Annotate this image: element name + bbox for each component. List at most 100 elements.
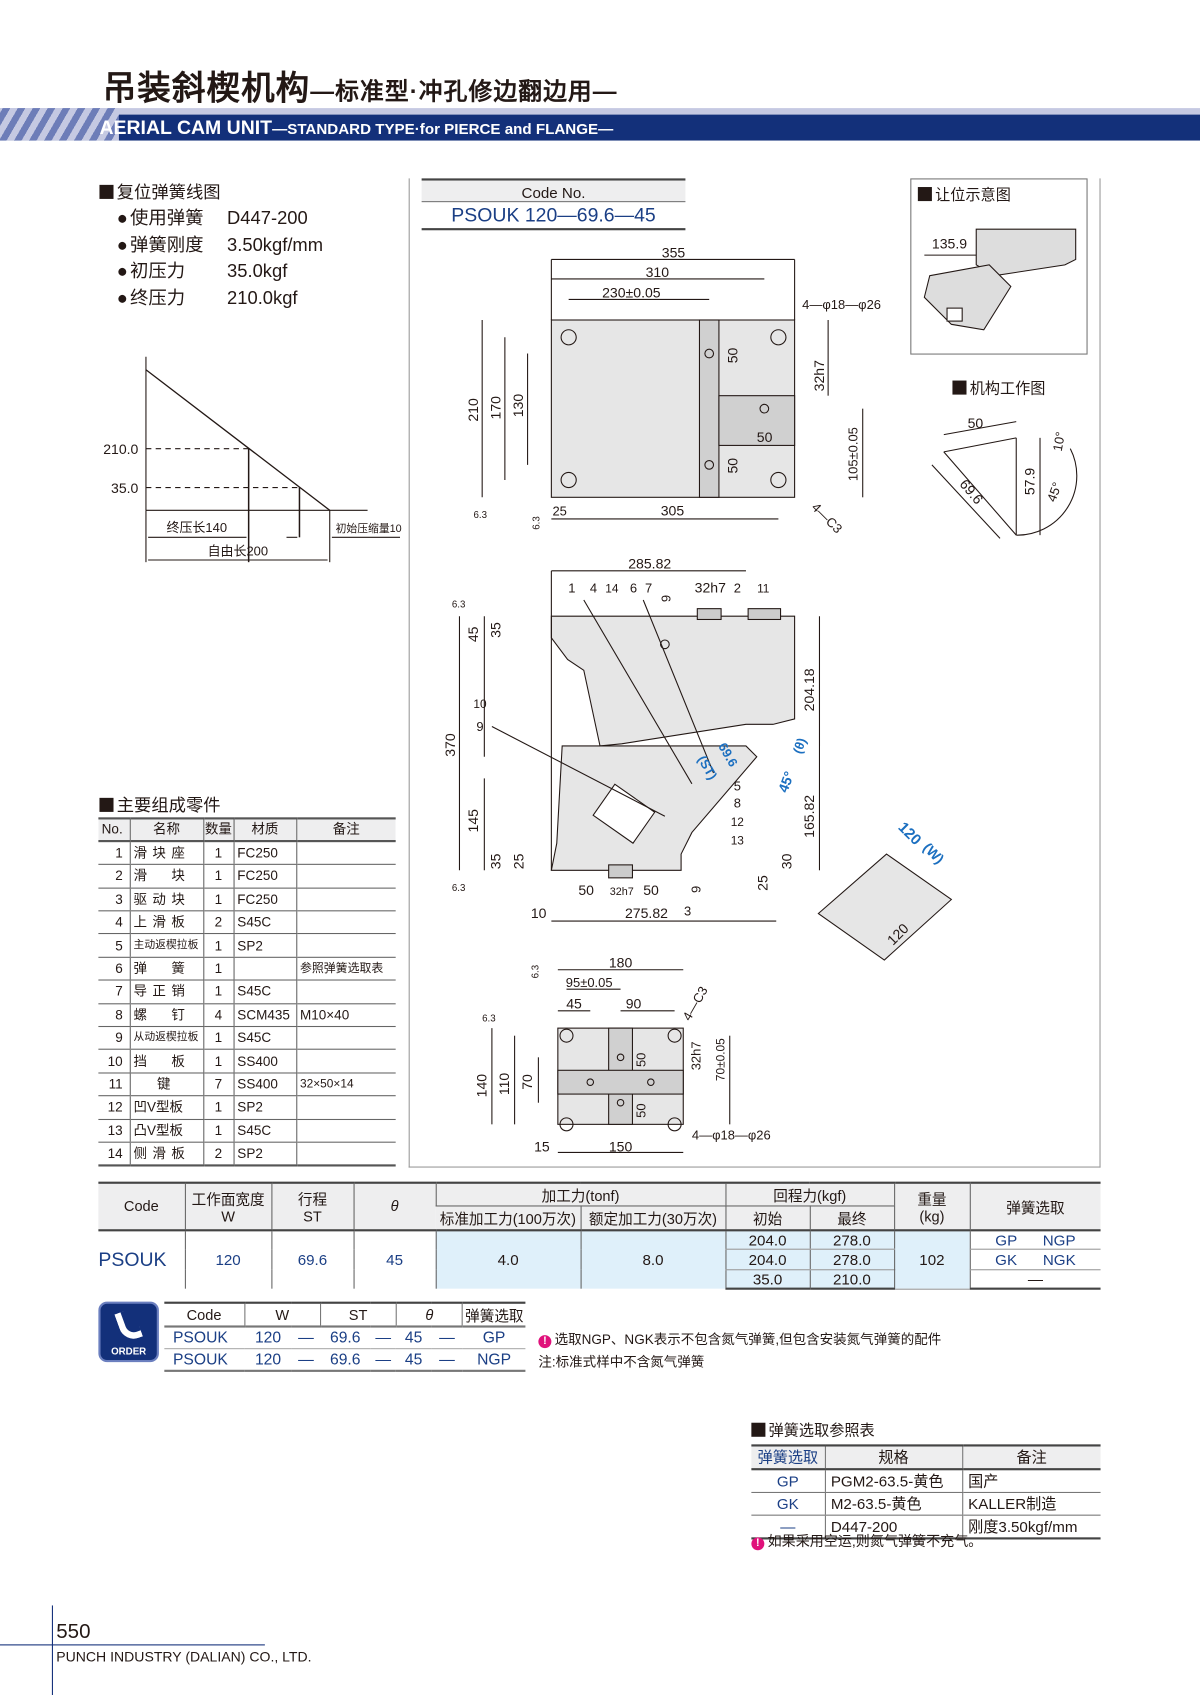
work-angle-45: 45° [1044,480,1065,504]
top-view-drawing: 355 310 230±0.05 4—φ18—φ26 50 32h7 50 50… [465,244,881,536]
part-remarks [295,910,396,935]
part-qty: 1 [202,1095,234,1120]
band-title-sub: —STANDARD TYPE·for PIERCE and FLANGE— [272,120,614,138]
dim-30: 30 [778,853,794,869]
part-qty: 1 [202,1049,234,1074]
separator: — [431,1348,463,1372]
note-nitrogen: !选取NGP、NGK表示不包含氮气弹簧,但包含安装氮气弹簧的配件 [538,1328,941,1349]
dim-165-82: 165.82 [801,795,817,838]
balloon-13: 13 [731,833,745,847]
page-number: 550 [56,1620,91,1644]
order-code: PSOUK [164,1348,245,1372]
band-stripes [0,108,119,141]
spring-ref-title: 弹簧选取参照表 [751,1419,875,1441]
part-no: 11 [98,1072,130,1097]
part-name: 导正销 [129,980,204,1004]
dim-35-a: 35 [488,622,504,638]
col-spring: 弹簧选取 [462,1301,526,1328]
col-theta: θ [395,1301,463,1328]
divider-bottom [408,1166,1101,1168]
part-material: S45C [232,1119,297,1143]
code-no-value: PSOUK 120—69.6—45 [421,202,686,231]
part-material: FC250 [232,841,297,866]
col-theta: θ [352,1181,436,1231]
dim-25-b: 25 [755,875,771,891]
order-value: 69.6 [320,1348,371,1372]
note-air-freight: !如果采用空运,则氮气弹簧不充气。 [751,1530,982,1551]
col-initial: 初始 [724,1205,810,1231]
dim-70-tol: 70±0.05 [713,1038,727,1081]
part-name: 主动返楔拉板 [129,934,204,958]
part-material: SP2 [232,1095,297,1120]
balloon-1: 1 [568,580,575,595]
dim-holes: 4—φ18—φ26 [692,1127,771,1142]
col-material: 材质 [232,817,297,843]
part-material: S45C [232,1026,297,1051]
spring-option: GK NGK [969,1249,1101,1270]
part-name: 上滑板 [129,910,204,935]
balloon-2: 2 [734,580,741,595]
spring-code: NGK [1042,1250,1076,1269]
dim-130: 130 [510,394,526,418]
col-code: Code [164,1301,245,1328]
work-angle-10: 10° [1050,430,1068,452]
dim-c3: 4—C3 [679,984,710,1023]
spring-option: GP NGP [969,1229,1101,1251]
dim-45: 45 [465,626,481,642]
theta-value: 45 [352,1229,436,1290]
roughness-mark: 6.3 [482,1014,496,1025]
part-name: 挡 板 [129,1049,204,1074]
dim-90: 90 [626,996,642,1012]
phone-icon [114,1307,143,1343]
dim-32h7-b: 32h7 [610,886,634,898]
alert-icon: ! [751,1537,765,1551]
part-qty: 1 [202,864,234,889]
dim-150: 150 [609,1138,633,1154]
dim-45: 45 [566,996,582,1012]
spring-code: GK [995,1250,1018,1269]
parts-section-title: 主要组成零件 [99,790,221,816]
order-icon: ORDER [98,1301,159,1363]
dim-275-82: 275.82 [625,905,668,921]
dim-110: 110 [496,1073,512,1096]
order-value: 45 [396,1326,432,1350]
dim-50-b: 50 [643,882,659,898]
order-value: 120 [244,1326,292,1350]
part-qty: 1 [202,887,234,912]
stroke-value: 69.6 [270,1229,354,1290]
roughness-mark: 6.3 [530,965,541,979]
part-material: FC250 [232,887,297,912]
part-material [232,957,297,981]
part-no: 6 [98,957,130,981]
order-value: NGP [462,1348,526,1372]
col-final: 最终 [809,1205,895,1231]
spec-key: 弹簧刚度 [117,232,227,258]
dim-140: 140 [473,1074,489,1098]
dim-204-18: 204.18 [801,668,817,711]
y-label-final: 210.0 [103,441,138,457]
dim-310: 310 [646,264,670,280]
balloon-5: 5 [734,778,741,793]
dim-210: 210 [465,398,481,422]
col-weight-label: 重量 [917,1191,947,1208]
spring-code: GP [751,1469,825,1493]
part-remarks [295,841,396,866]
col-remarks: 备注 [961,1444,1101,1471]
part-remarks [295,1142,396,1167]
part-qty: 1 [202,1119,234,1143]
weight-value: 102 [893,1229,970,1290]
relief-dim: 135.9 [932,236,967,252]
part-qty: 2 [202,1142,234,1167]
part-name: 驱动块 [129,887,204,912]
spec-value: 35.0kgf [227,260,288,282]
